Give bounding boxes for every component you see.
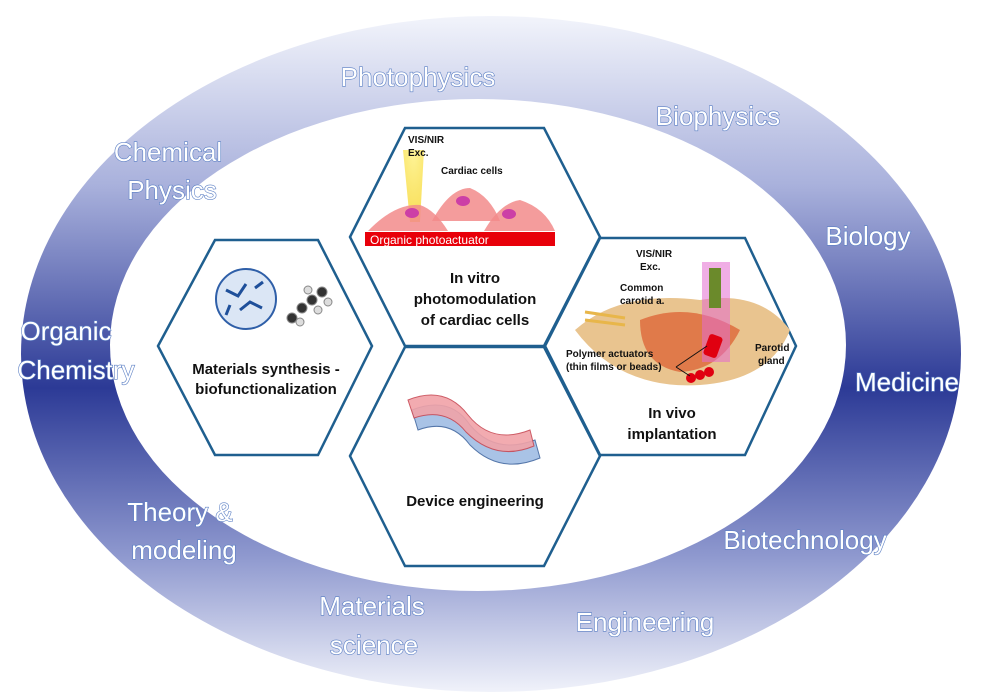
actuators-label-1: Polymer actuators (566, 349, 654, 360)
artery-label-2: carotid a. (620, 296, 665, 307)
label-biology: Biology (825, 221, 910, 251)
photoactuator-label: Organic photoactuator (370, 233, 489, 247)
label-materials-science-1: Materials (319, 591, 424, 621)
photoactuator-bar (365, 232, 555, 246)
cardiac-cells-illustration: Organic photoactuator VIS/NIR Exc. Cardi… (365, 135, 555, 247)
label-materials-science-2: science (330, 630, 418, 660)
actuators-label-2: (thin films or beads) (566, 362, 662, 373)
cell-nucleus (502, 209, 516, 219)
label-organic-chemistry-2: Chemistry (17, 355, 134, 385)
cardiac-cells-label: Cardiac cells (441, 166, 503, 177)
label-medicine: Medicine (855, 367, 959, 397)
vitro-exc-1: VIS/NIR (408, 135, 445, 146)
in-vitro-title-2: photomodulation (414, 291, 536, 308)
gland-label-1: Parotid (755, 343, 789, 354)
in-vivo-title-2: implantation (627, 426, 716, 443)
nanoparticle-illustration (215, 268, 333, 330)
in-vivo-title-1: In vivo (648, 405, 696, 422)
label-organic-chemistry-1: Organic (20, 316, 111, 346)
cardiac-cell (484, 200, 555, 231)
vivo-exc-1: VIS/NIR (636, 249, 673, 260)
synthesis-title-2: biofunctionalization (195, 381, 337, 398)
label-engineering: Engineering (576, 607, 715, 637)
in-vitro-title-1: In vitro (450, 270, 500, 287)
label-biotechnology: Biotechnology (723, 525, 886, 555)
synthesis-title-1: Materials synthesis - (192, 361, 340, 378)
in-vitro-title-3: of cardiac cells (421, 312, 529, 329)
flexible-film-illustration (407, 394, 541, 465)
cell-nucleus (456, 196, 470, 206)
surgical-implant-illustration: VIS/NIR Exc. Common carotid a. Parotid g… (566, 249, 790, 386)
gland-label-2: gland (758, 356, 785, 367)
artery-label-1: Common (620, 283, 663, 294)
cell-nucleus (405, 208, 419, 218)
discipline-labels: Photophysics Biophysics Chemical Physics… (17, 61, 960, 660)
label-chemical-physics-1: Chemical (114, 137, 222, 167)
vitro-exc-2: Exc. (408, 148, 429, 159)
vivo-exc-2: Exc. (640, 262, 661, 273)
label-biophysics: Biophysics (656, 101, 780, 131)
label-photophysics: Photophysics (341, 62, 496, 92)
device-title: Device engineering (406, 493, 544, 510)
light-beam (403, 150, 424, 222)
label-theory-2: modeling (131, 535, 237, 565)
label-chemical-physics-2: Physics (127, 175, 217, 205)
cardiac-cell (368, 204, 448, 231)
label-theory-1: Theory & (127, 497, 233, 527)
